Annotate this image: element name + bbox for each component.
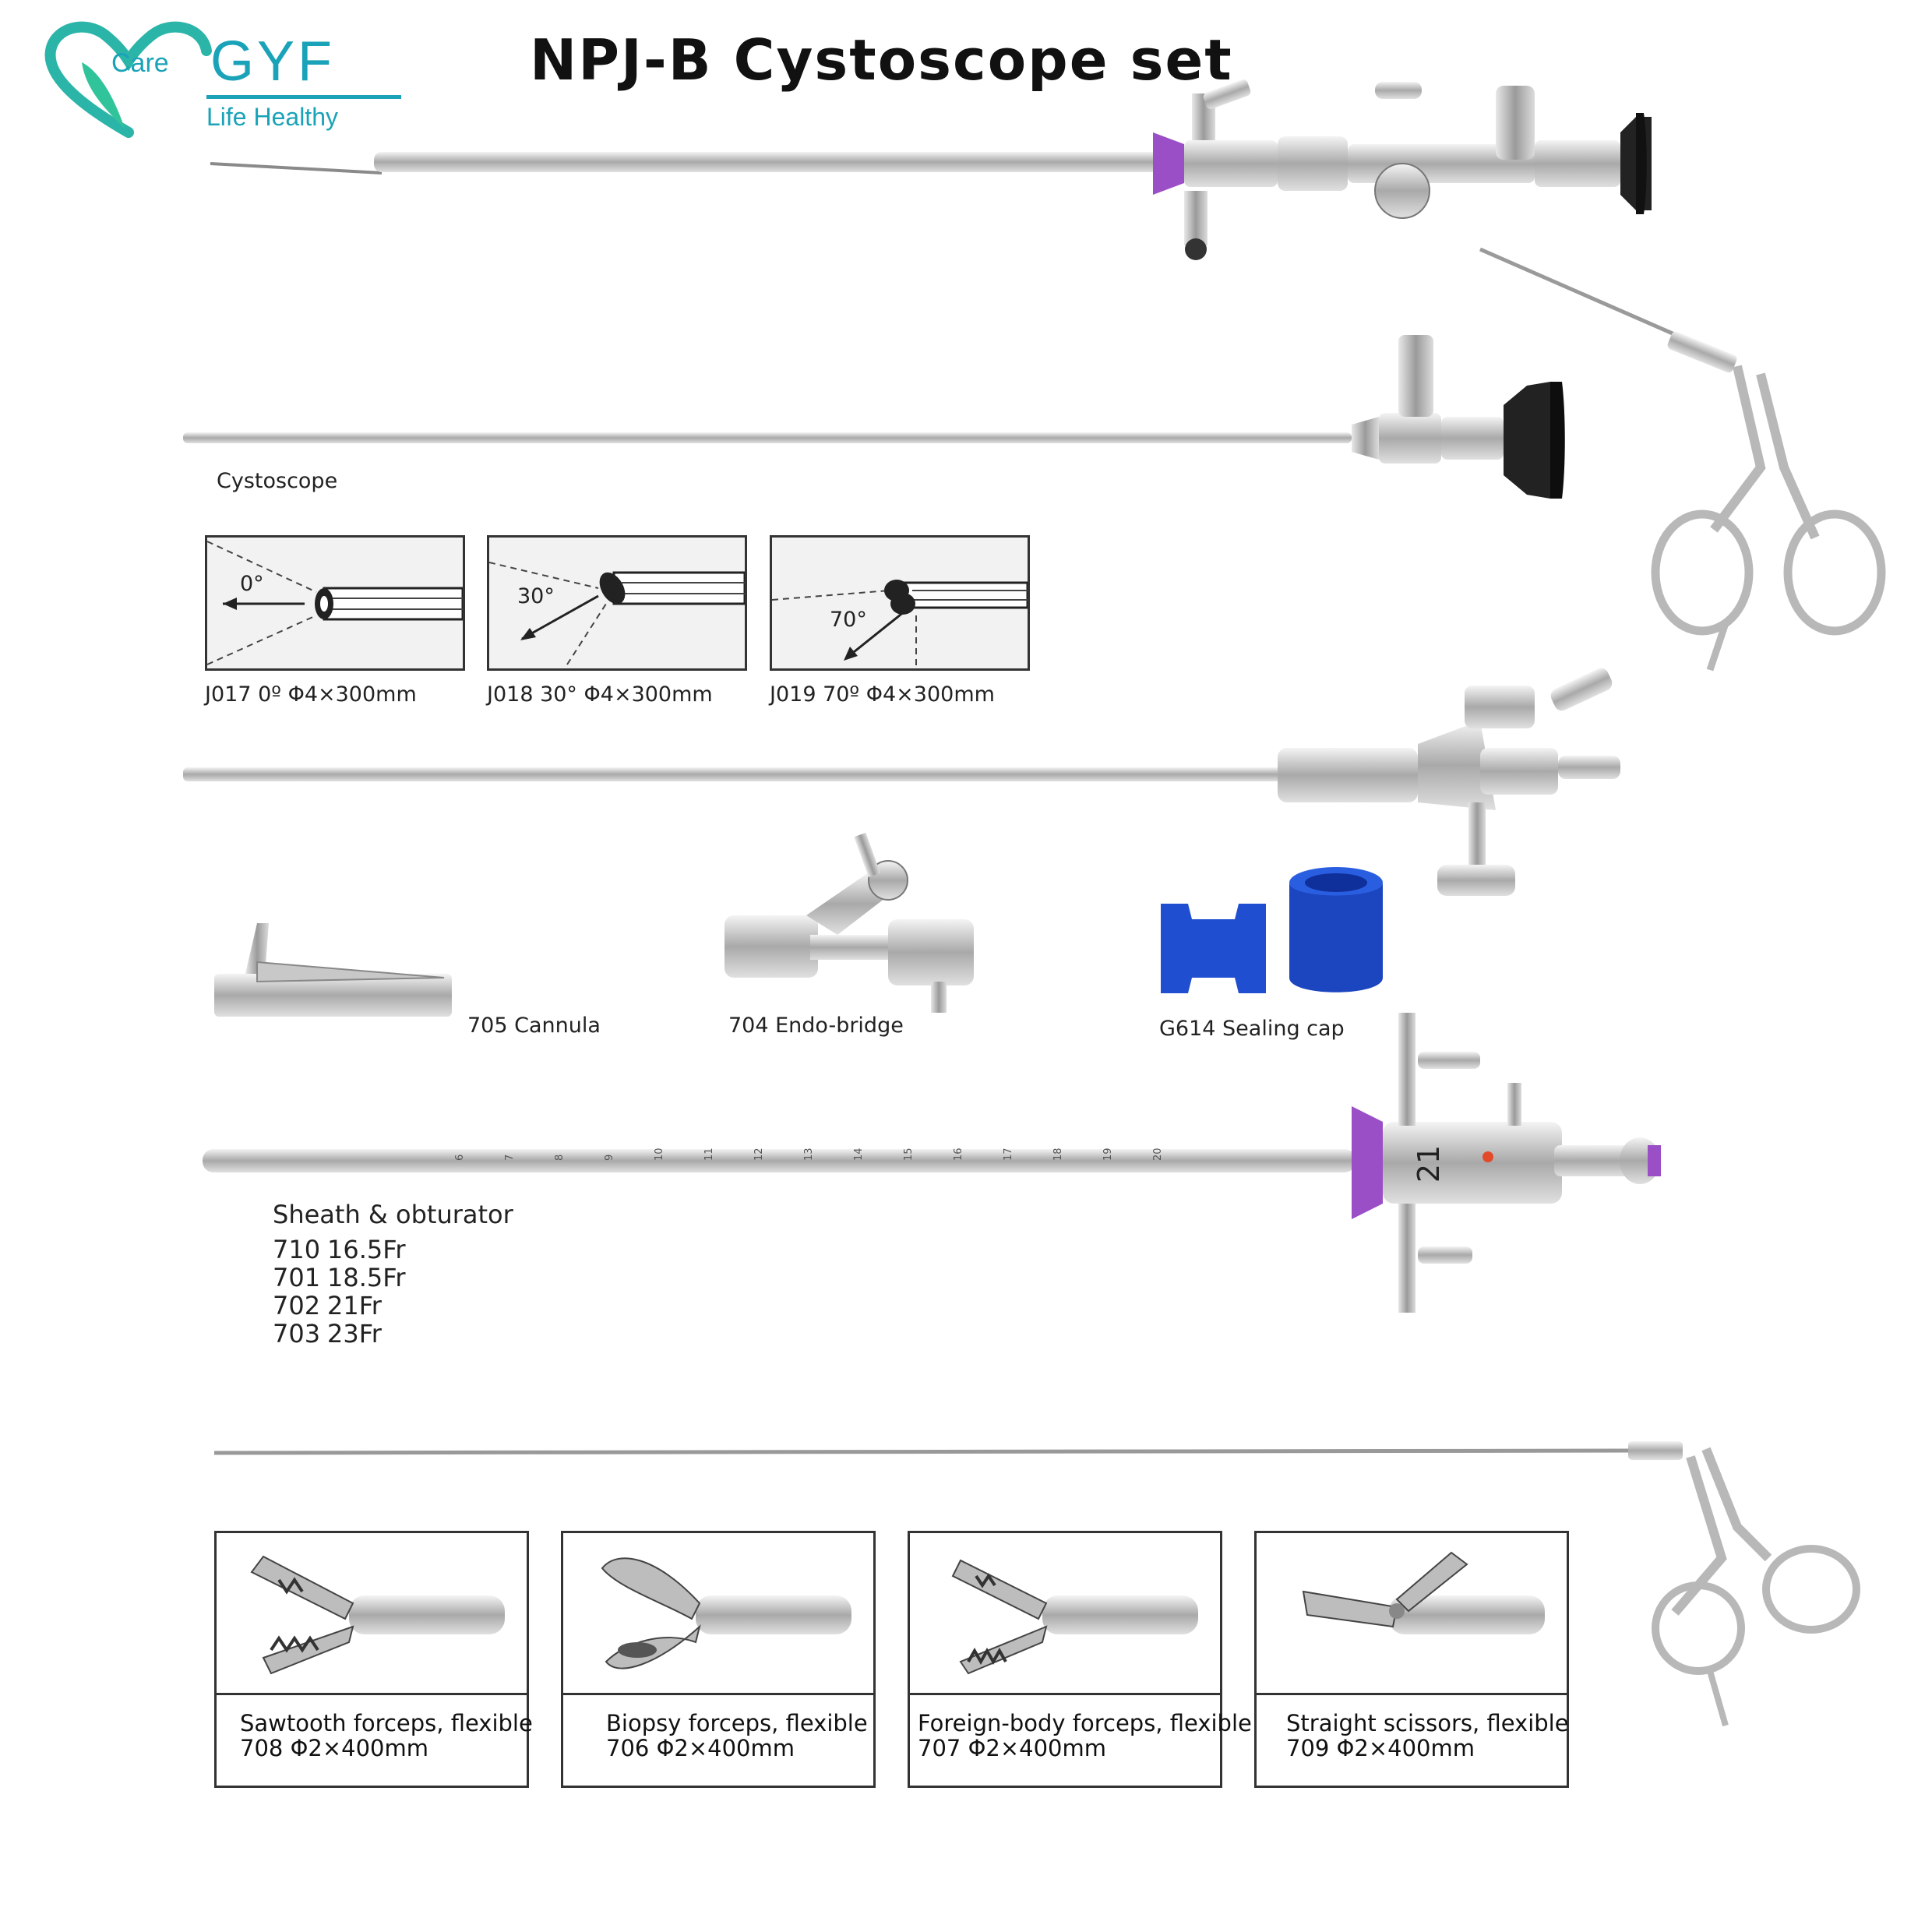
scale-label: 10 (654, 1148, 665, 1161)
biopsy-jaw-icon (601, 1557, 851, 1669)
logo-underline (206, 95, 401, 99)
sheath-scale: 6 7 8 9 10 11 12 13 14 15 16 17 18 19 20 (454, 1148, 1164, 1161)
size-value: 21Fr (327, 1291, 382, 1320)
scale-label: 14 (853, 1148, 865, 1161)
endo-bridge-label: 704 Endo-bridge (728, 1014, 904, 1038)
cannula-label: 705 Cannula (467, 1014, 601, 1038)
forceps-name: Sawtooth forceps, flexible (240, 1710, 533, 1736)
forceps-spec: 707 Φ2×400mm (918, 1735, 1106, 1761)
size-value: 23Fr (327, 1319, 382, 1349)
scale-label: 15 (903, 1148, 915, 1161)
scale-label: 20 (1152, 1148, 1164, 1161)
logo-tagline: Life Healthy (206, 103, 338, 131)
angle-caption-0: J017 0º Φ4×300mm (205, 682, 417, 707)
forceps-spec: 706 Φ2×400mm (606, 1735, 795, 1761)
endo-bridge-illustration (724, 832, 974, 1013)
scale-label: 16 (953, 1148, 964, 1161)
size-value: 18.5Fr (327, 1263, 406, 1292)
cystoscope-label: Cystoscope (217, 469, 338, 493)
angle-label-70: 70° (830, 608, 867, 632)
scale-label: 6 (454, 1155, 466, 1161)
logo-care-text: Care (111, 48, 169, 78)
scale-label: 19 (1102, 1148, 1114, 1161)
size-code: 710 (273, 1235, 321, 1264)
angle-panel-0: 0° (205, 535, 465, 671)
scale-label: 12 (753, 1148, 765, 1161)
forceps-panel-sawtooth: Sawtooth forceps, flexible 708 Φ2×400mm (214, 1531, 533, 1788)
forceps-spec: 708 Φ2×400mm (240, 1735, 428, 1761)
forceps-name: Straight scissors, flexible (1286, 1710, 1569, 1736)
sheath-heading: Sheath & obturator (273, 1200, 513, 1229)
forceps-name: Foreign-body forceps, flexible (918, 1710, 1252, 1736)
scale-label: 11 (703, 1148, 715, 1161)
assembled-cystoscope-illustration (183, 79, 1886, 672)
forceps-panel-scissors: Straight scissors, flexible 709 Φ2×400mm (1254, 1531, 1569, 1788)
sealing-cap-label: G614 Sealing cap (1159, 1017, 1345, 1041)
scale-label: 7 (504, 1155, 516, 1161)
angle-label-30: 30° (517, 584, 555, 608)
sheath-badge: 21 (1412, 1144, 1447, 1183)
angle-label-0: 0° (240, 572, 264, 596)
sawtooth-jaw-icon (250, 1555, 505, 1675)
foreign-body-jaw-icon (951, 1559, 1198, 1675)
forceps-panel-biopsy: Biopsy forceps, flexible 706 Φ2×400mm (561, 1531, 876, 1788)
thirty-degree-view-icon (489, 562, 745, 665)
working-bridge-illustration (183, 668, 1620, 896)
angle-caption-70: J019 70º Φ4×300mm (770, 682, 995, 707)
size-value: 16.5Fr (327, 1235, 406, 1264)
logo-brand-text: GYF (210, 30, 336, 93)
cannula-illustration (214, 923, 452, 1017)
size-code: 701 (273, 1263, 321, 1292)
scale-label: 8 (554, 1155, 566, 1161)
angle-panel-30: 30° (487, 535, 747, 671)
scale-label: 13 (803, 1148, 815, 1161)
forceps-spec: 709 Φ2×400mm (1286, 1735, 1475, 1761)
scale-label: 17 (1003, 1148, 1014, 1161)
angle-panel-70: 70° (770, 535, 1030, 671)
page-title: NPJ-B Cystoscope set (530, 27, 1233, 93)
angle-caption-30: J018 30° Φ4×300mm (487, 682, 713, 707)
sheath-obturator-illustration: 6 7 8 9 10 11 12 13 14 15 16 17 18 19 20 (203, 1013, 1661, 1313)
scale-label: 18 (1052, 1148, 1064, 1161)
forceps-name: Biopsy forceps, flexible (606, 1710, 868, 1736)
sealing-cap-illustration (1161, 867, 1383, 993)
seventy-degree-view-icon (772, 580, 1028, 668)
zero-degree-view-icon (207, 541, 463, 665)
heart-logo-icon (44, 21, 212, 138)
flexible-forceps-illustration (213, 1441, 1860, 1727)
size-code: 703 (273, 1319, 321, 1349)
logo: Care GYF Life Healthy (43, 16, 401, 140)
forceps-panel-foreign-body: Foreign-body forceps, flexible 707 Φ2×40… (908, 1531, 1252, 1788)
scale-label: 9 (604, 1155, 615, 1161)
size-code: 702 (273, 1291, 321, 1320)
scissors-jaw-icon (1302, 1551, 1545, 1634)
